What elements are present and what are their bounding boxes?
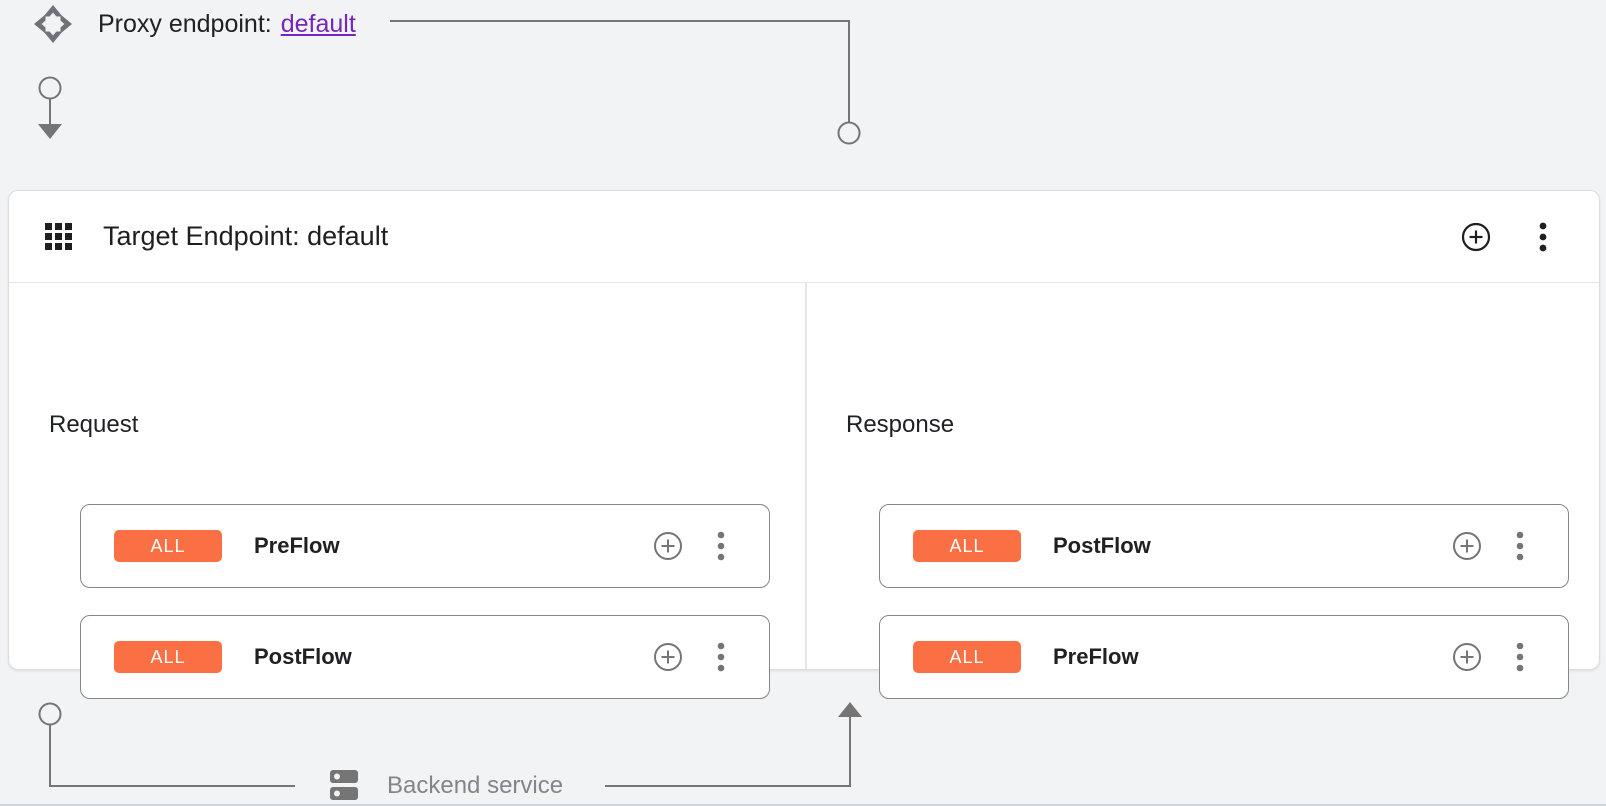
kebab-menu-icon: [1516, 531, 1524, 561]
target-endpoint-header: Target Endpoint: default: [9, 191, 1599, 283]
request-panel-label: Request: [49, 411, 139, 438]
backend-to-target-connector-line: [605, 717, 850, 786]
backend-service-label: Backend service: [387, 772, 564, 799]
flow-actions: [1452, 642, 1524, 672]
target-endpoint-body: Request Response ALL PreFlow: [9, 283, 1599, 699]
flow-actions: [653, 642, 725, 672]
kebab-menu-icon: [717, 642, 725, 672]
response-preflow-card[interactable]: ALL PreFlow: [879, 615, 1569, 699]
response-panel-label: Response: [846, 411, 955, 438]
kebab-menu-icon: [717, 531, 725, 561]
target-to-backend-connector-line: [50, 725, 295, 786]
flow-title: PreFlow: [254, 533, 340, 558]
condition-badge: ALL: [114, 530, 222, 562]
kebab-menu-icon: [1516, 642, 1524, 672]
response-postflow-card[interactable]: ALL PostFlow: [879, 504, 1569, 588]
add-circle-icon: [1461, 222, 1491, 251]
header-actions: [1461, 222, 1547, 252]
proxy-endpoint-icon: [34, 5, 72, 43]
proxy-to-target-connector-line: [390, 21, 849, 122]
flow-menu-button[interactable]: [1516, 642, 1524, 672]
dns-server-icon: [330, 770, 358, 800]
flow-menu-button[interactable]: [1516, 531, 1524, 561]
backend-service-row: Backend service: [330, 770, 563, 802]
add-circle-icon: [1453, 532, 1481, 560]
condition-badge: ALL: [913, 641, 1021, 673]
inbound-connector-circle: [40, 78, 61, 99]
flow-title: PostFlow: [254, 644, 352, 669]
add-step-button[interactable]: [653, 642, 683, 672]
flow-actions: [1452, 531, 1524, 561]
request-preflow-card[interactable]: ALL PreFlow: [80, 504, 770, 588]
kebab-menu-icon: [1539, 222, 1547, 251]
add-circle-icon: [654, 532, 682, 560]
request-postflow-card[interactable]: ALL PostFlow: [80, 615, 770, 699]
add-step-button[interactable]: [1452, 642, 1482, 672]
add-circle-icon: [654, 643, 682, 671]
backend-out-connector-circle: [40, 704, 61, 725]
backend-return-arrow: [838, 702, 862, 717]
endpoint-menu-button[interactable]: [1539, 222, 1547, 252]
flow-actions: [653, 531, 725, 561]
condition-badge: ALL: [913, 530, 1021, 562]
add-step-button[interactable]: [1452, 531, 1482, 561]
add-policy-button[interactable]: [1461, 222, 1491, 252]
flow-menu-button[interactable]: [717, 642, 725, 672]
proxy-endpoint-row: Proxy endpoint: default: [33, 4, 356, 44]
add-step-button[interactable]: [653, 531, 683, 561]
inbound-arrow: [38, 124, 62, 139]
proxy-endpoint-label: Proxy endpoint:: [98, 9, 272, 38]
flow-title: PreFlow: [1053, 644, 1139, 669]
viewport-bottom-divider: [0, 804, 1606, 806]
condition-badge: ALL: [114, 641, 222, 673]
apps-grid-icon: [45, 223, 72, 250]
panel-divider: [805, 283, 807, 669]
flow-title: PostFlow: [1053, 533, 1151, 558]
proxy-endpoint-link[interactable]: default: [280, 9, 356, 38]
flow-menu-button[interactable]: [717, 531, 725, 561]
add-circle-icon: [1453, 643, 1481, 671]
proxy-connector-endpoint-circle: [839, 123, 860, 144]
target-endpoint-title: Target Endpoint: default: [103, 221, 389, 251]
target-endpoint-card: Target Endpoint: default: [8, 190, 1600, 699]
